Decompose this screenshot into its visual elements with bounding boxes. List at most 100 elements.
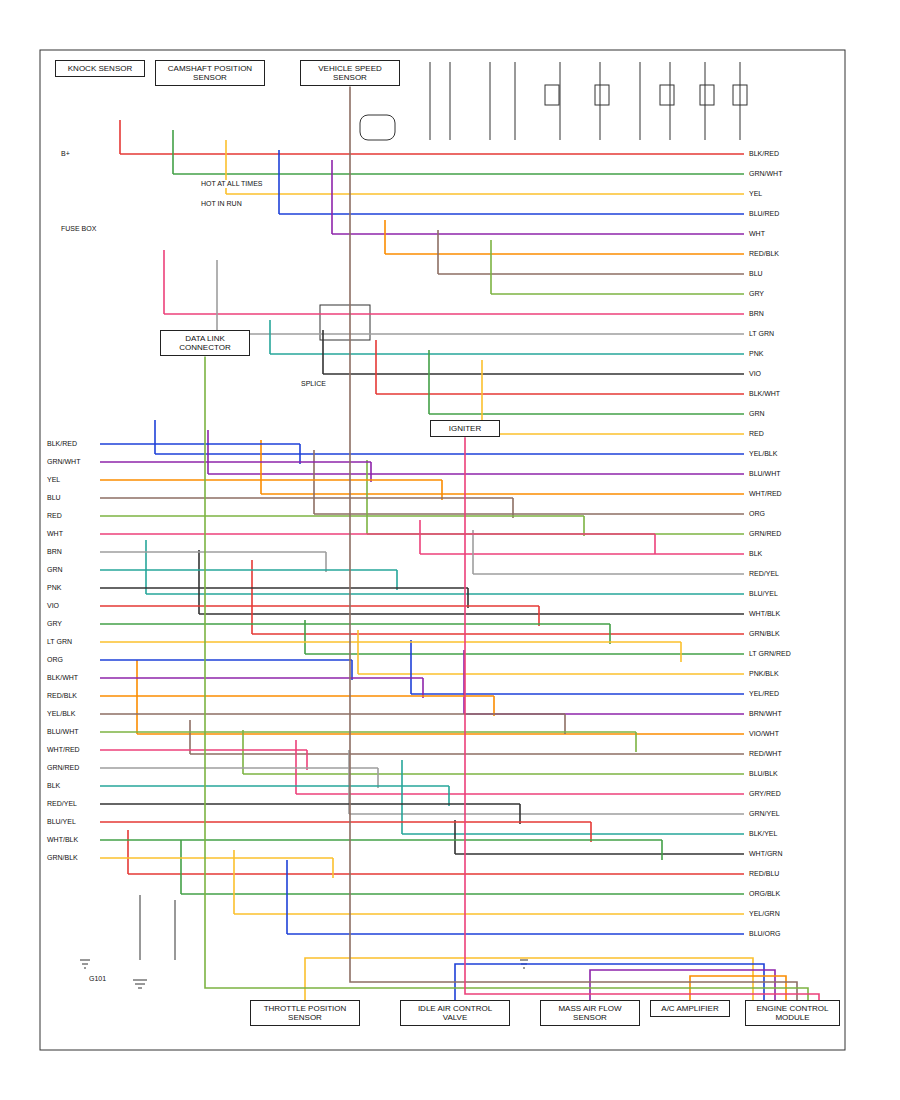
wire (455, 853, 744, 855)
wire (410, 640, 412, 694)
wire-color-code: WHT/BLK (46, 836, 79, 844)
wire (278, 150, 280, 214)
wire (590, 822, 592, 842)
wire (635, 732, 637, 752)
wire (243, 773, 744, 775)
wire (100, 839, 662, 841)
note-label: B+ (60, 150, 71, 158)
wire (287, 933, 744, 935)
wire-color-code: LT GRN/RED (748, 650, 792, 658)
wire (384, 220, 386, 254)
wire (411, 693, 744, 695)
wire-color-code: ORG (46, 656, 64, 664)
wire-color-code: BLU/ORG (748, 930, 782, 938)
wire-color-code: VIO (46, 602, 60, 610)
wire-connector (590, 970, 775, 1000)
wire-color-code: GRN (46, 566, 64, 574)
wire-color-code: GRN/BLK (46, 854, 79, 862)
wire (296, 793, 744, 795)
component-label: KNOCK SENSOR (60, 64, 140, 73)
wire-color-code: VIO (748, 370, 762, 378)
wire (155, 453, 744, 455)
wire (199, 613, 744, 615)
wire (331, 160, 333, 234)
component-label: DATA LINK CONNECTOR (165, 334, 245, 352)
wire (420, 553, 744, 555)
component-label: A/C AMPLIFIER (655, 1004, 725, 1013)
wire (332, 858, 334, 878)
wire (422, 678, 424, 698)
component-box: VEHICLE SPEED SENSOR (300, 60, 400, 86)
wire (100, 641, 681, 643)
wire (216, 260, 218, 334)
wire (127, 830, 129, 874)
wire (100, 749, 307, 751)
wire-color-code: PNK (748, 350, 764, 358)
wire (429, 413, 744, 415)
wire-color-code: RED/YEL (46, 800, 78, 808)
wire-color-code: BLU/YEL (46, 818, 77, 826)
component-box: MASS AIR FLOW SENSOR (540, 1000, 640, 1026)
wire (322, 330, 324, 374)
component-label: ENGINE CONTROL MODULE (750, 1004, 835, 1022)
wire-color-code: YEL/RED (748, 690, 780, 698)
component-box: A/C AMPLIFIER (650, 1000, 730, 1017)
wire (366, 460, 368, 534)
wire (261, 493, 744, 495)
wire-color-code: BRN (748, 310, 765, 318)
wire-color-code: BRN/WHT (748, 710, 783, 718)
wire (512, 498, 514, 518)
wire (661, 840, 663, 860)
wire (119, 120, 121, 154)
wire (286, 860, 288, 934)
component-label: MASS AIR FLOW SENSOR (545, 1004, 635, 1022)
wire (217, 333, 744, 335)
wire-color-code: BLK/WHT (46, 674, 79, 682)
component-box: THROTTLE POSITION SENSOR (250, 1000, 360, 1026)
wire (100, 695, 494, 697)
note-label: HOT IN RUN (200, 200, 243, 208)
wire (454, 820, 456, 854)
wire-color-code: YEL/BLK (748, 450, 778, 458)
wire (419, 520, 421, 554)
connector-stubs (80, 62, 747, 988)
wire-color-code: GRN (748, 410, 766, 418)
wire (357, 630, 359, 674)
wire-color-code: ORG (748, 510, 766, 518)
wire (305, 653, 744, 655)
wire-color-code: VIO/WHT (748, 730, 780, 738)
wire-color-code: YEL (748, 190, 763, 198)
wire (100, 461, 371, 463)
wire-color-code: BLK/RED (748, 150, 780, 158)
wire (299, 444, 301, 464)
wire (564, 714, 566, 734)
wire (304, 620, 306, 654)
wire (100, 803, 520, 805)
wire-color-code: BLK/WHT (748, 390, 781, 398)
wire (100, 659, 352, 661)
component-box: CAMSHAFT POSITION SENSOR (155, 60, 265, 86)
wire (396, 570, 398, 590)
wire-color-code: YEL/BLK (46, 710, 76, 718)
wire-color-code: GRN/RED (748, 530, 782, 538)
note-label: HOT AT ALL TIMES (200, 180, 263, 188)
wire-color-code: BLK (748, 550, 763, 558)
wire (279, 213, 744, 215)
wire-color-code: RED/BLU (748, 870, 780, 878)
wire (467, 588, 469, 608)
wire (490, 240, 492, 294)
wire (428, 350, 430, 414)
component-label: CAMSHAFT POSITION SENSOR (160, 64, 260, 82)
wire-color-code: GRN/RED (46, 764, 80, 772)
wire (173, 173, 744, 175)
wire (100, 569, 397, 571)
component-box: KNOCK SENSOR (55, 60, 145, 77)
wire-color-code: BLU (748, 270, 764, 278)
wire (385, 253, 744, 255)
wire (100, 605, 539, 607)
wire-color-code: GRN/BLK (748, 630, 781, 638)
component-label: VEHICLE SPEED SENSOR (305, 64, 395, 82)
wire-color-code: YEL/GRN (748, 910, 781, 918)
wire-color-code: WHT (748, 230, 766, 238)
wire-connector (465, 437, 819, 1000)
